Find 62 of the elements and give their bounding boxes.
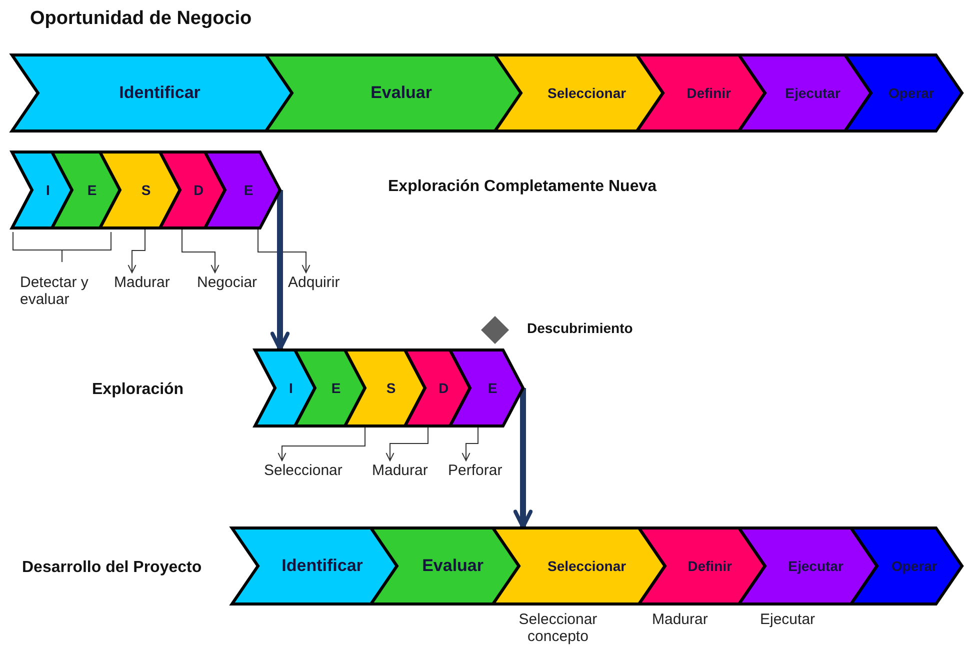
chevron-step xyxy=(345,350,425,426)
row-title: Exploración xyxy=(92,381,184,399)
step-label: Definir xyxy=(686,85,732,101)
arrow xyxy=(270,190,290,351)
diagram-title: Oportunidad de Negocio xyxy=(30,8,252,30)
step-label: D xyxy=(192,182,205,198)
step-note: Negociar xyxy=(197,274,258,291)
arrow xyxy=(278,426,366,462)
milestone-label: Descubrimiento xyxy=(527,320,633,336)
chevron-step xyxy=(232,528,397,604)
step-label: D xyxy=(437,380,450,396)
step-note: Seleccionar xyxy=(264,462,342,479)
chevron-step xyxy=(12,55,292,131)
step-label: Operar xyxy=(887,85,936,101)
step-label: Definir xyxy=(686,558,733,574)
step-label: Operar xyxy=(890,558,938,574)
step-note: Seleccionar concepto xyxy=(518,611,598,645)
step-label: Ejecutar xyxy=(787,558,844,574)
step-label: E xyxy=(86,182,98,198)
step-note: Madurar xyxy=(372,462,428,479)
step-label: E xyxy=(330,380,342,396)
chevron-step xyxy=(405,350,470,426)
chevron-step xyxy=(205,152,280,228)
step-label: Identificar xyxy=(118,83,202,103)
step-note: Adquirir xyxy=(288,274,340,291)
step-label: I xyxy=(288,380,294,396)
chevron-step xyxy=(637,55,765,131)
chevron-step xyxy=(100,152,180,228)
chevron-step xyxy=(851,528,962,604)
chevron-step xyxy=(295,350,365,426)
arrow xyxy=(386,426,428,462)
chevron-step xyxy=(739,55,871,131)
step-note: Ejecutar xyxy=(760,611,816,628)
chevron-step xyxy=(845,55,962,131)
arrow xyxy=(128,228,146,274)
step-label: S xyxy=(140,182,152,198)
step-label: Ejecutar xyxy=(784,85,842,101)
step-note: Madurar xyxy=(114,274,170,291)
chevron-step xyxy=(160,152,225,228)
chevron-step xyxy=(52,152,120,228)
chevron-step xyxy=(450,350,523,426)
bracket-note: Detectar y evaluar xyxy=(20,274,90,308)
diamond-marker xyxy=(481,316,509,344)
row-title: Exploración Completamente Nueva xyxy=(388,178,657,196)
step-label: I xyxy=(45,182,51,198)
step-label: E xyxy=(486,380,498,396)
step-note: Madurar xyxy=(652,611,708,628)
chevron-step xyxy=(12,152,72,228)
step-label: S xyxy=(385,380,397,396)
arrow xyxy=(462,426,478,462)
step-label: E xyxy=(242,182,254,198)
arrow xyxy=(258,228,310,274)
step-label: Identificar xyxy=(280,556,364,576)
chevron-step xyxy=(639,528,765,604)
step-note: Perforar xyxy=(448,462,502,479)
row-title: Desarrollo del Proyecto xyxy=(22,559,202,577)
arrow xyxy=(182,228,220,274)
chevron-step xyxy=(255,350,315,426)
arrow xyxy=(513,388,533,529)
chevron-step xyxy=(739,528,877,604)
step-label: Evaluar xyxy=(421,556,485,576)
chevron-step xyxy=(371,528,519,604)
